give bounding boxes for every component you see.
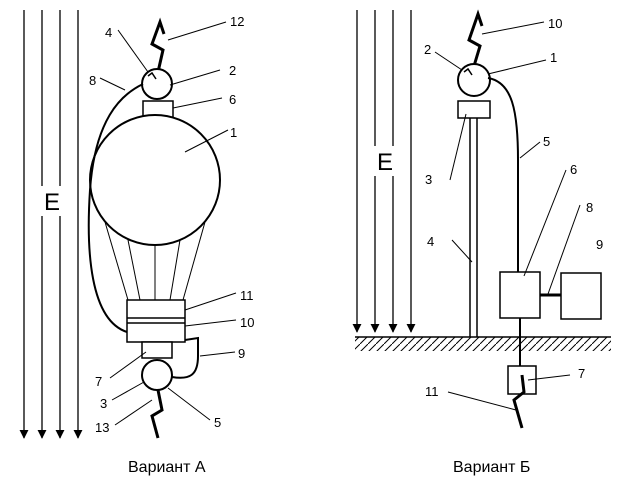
- bottom-discharge-b: [512, 374, 526, 429]
- bottom-sphere-a: [141, 359, 173, 391]
- label-b-3: 3: [425, 172, 432, 187]
- device-9-b: [560, 272, 602, 320]
- variant-b: E: [352, 9, 611, 476]
- field-label-a: E: [44, 189, 60, 216]
- label-a-6: 6: [229, 92, 236, 107]
- caption-b: Вариант Б: [453, 459, 530, 476]
- label-a-12: 12: [230, 14, 244, 29]
- label-b-4: 4: [427, 234, 434, 249]
- field-label-bg-a: [38, 186, 68, 216]
- label-a-2: 2: [229, 63, 236, 78]
- device-6-b: [499, 271, 541, 319]
- ropes-a: [104, 221, 206, 301]
- field-label-b: E: [377, 149, 393, 176]
- field-lines-a: [19, 10, 83, 439]
- label-b-8: 8: [586, 200, 593, 215]
- bottom-connector-a: [141, 341, 173, 359]
- leaders-b: [434, 21, 581, 411]
- label-a-5: 5: [214, 415, 221, 430]
- label-a-7: 7: [95, 374, 102, 389]
- wire-9-a: [171, 336, 199, 379]
- label-b-9: 9: [596, 237, 603, 252]
- ground-hatch-b: [355, 337, 611, 351]
- field-label-bg-b: [371, 146, 401, 176]
- balloon-a: [89, 114, 221, 246]
- label-b-6: 6: [570, 162, 577, 177]
- label-b-1: 1: [550, 50, 557, 65]
- top-discharge-a: [150, 17, 166, 73]
- label-b-10: 10: [548, 16, 562, 31]
- wire-8-a: [87, 83, 144, 333]
- label-a-4: 4: [105, 25, 112, 40]
- label-a-11: 11: [240, 288, 254, 303]
- wire-5-b: [487, 77, 519, 272]
- caption-a: Вариант А: [128, 459, 206, 476]
- label-b-2: 2: [424, 42, 431, 57]
- label-a-3: 3: [100, 396, 107, 411]
- label-b-11: 11: [425, 384, 439, 399]
- label-a-8: 8: [89, 73, 96, 88]
- label-a-1: 1: [230, 125, 237, 140]
- bottom-discharge-a: [150, 389, 164, 439]
- insulator-b: [457, 100, 491, 119]
- variant-a: E: [19, 10, 254, 476]
- top-sphere-b: [457, 63, 491, 97]
- label-b-7: 7: [578, 366, 585, 381]
- leaders-a: [99, 21, 237, 426]
- top-discharge-b: [467, 9, 484, 67]
- label-a-10: 10: [240, 315, 254, 330]
- label-a-13: 13: [95, 420, 109, 435]
- top-sphere-a: [141, 68, 173, 100]
- gondola-a: [126, 299, 186, 343]
- label-a-9: 9: [238, 346, 245, 361]
- label-b-5: 5: [543, 134, 550, 149]
